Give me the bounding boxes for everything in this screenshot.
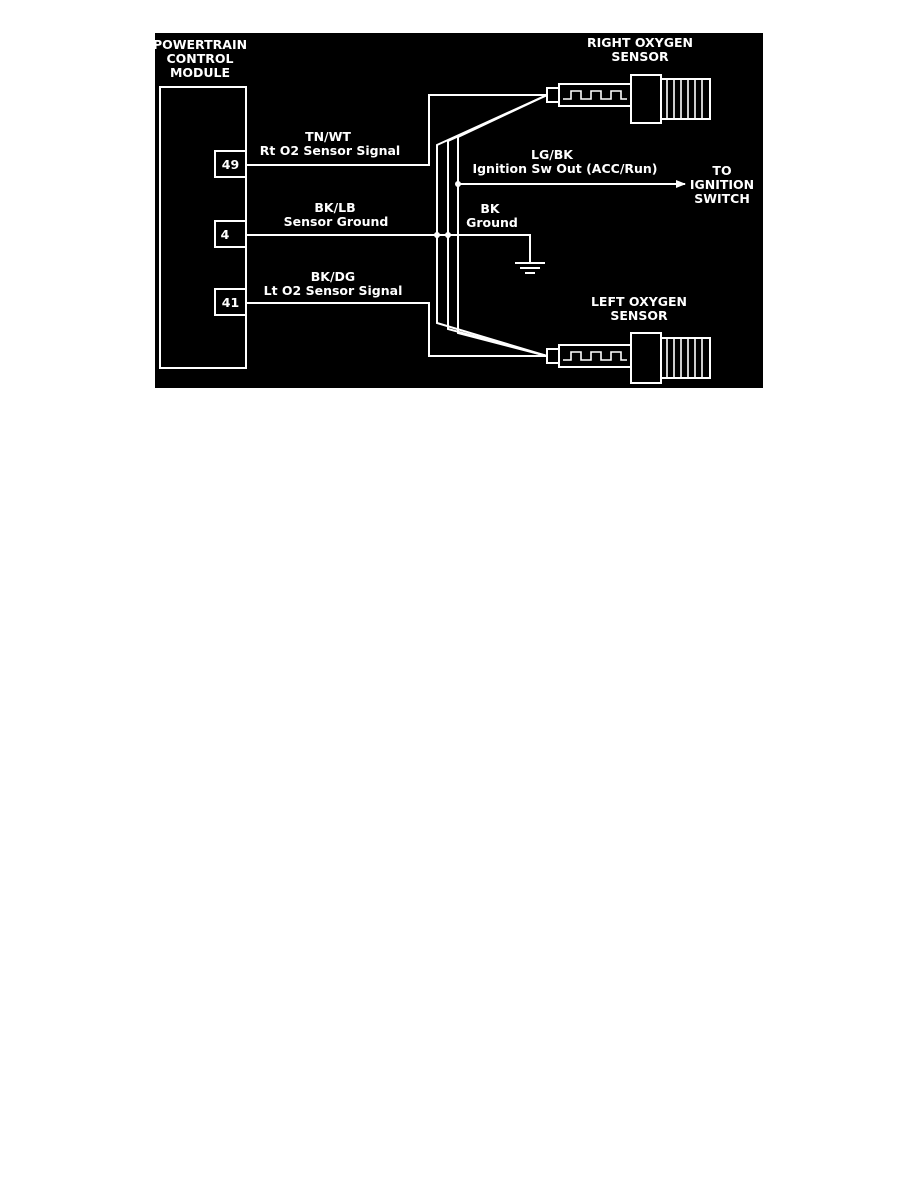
left-oxygen-sensor-icon — [546, 332, 711, 384]
wire-color-lg-bk: LG/BK — [531, 147, 574, 162]
wire-color-tn-wt: TN/WT — [305, 129, 351, 144]
splice-dot-ignition — [455, 181, 461, 187]
right-oxygen-sensor-icon — [546, 74, 711, 124]
o2-sensor-wiring-diagram: POWERTRAIN CONTROL MODULE 49 4 41 TN/WT … — [153, 33, 763, 388]
pin-4-label: 4 — [221, 227, 230, 242]
wire-label-ignition-sw-out: Ignition Sw Out (ACC/Run) — [472, 161, 657, 176]
wiring-svg: POWERTRAIN CONTROL MODULE 49 4 41 TN/WT … — [153, 35, 754, 384]
wire-rt-o2-signal — [246, 94, 547, 166]
pcm-title-line-1: POWERTRAIN — [155, 37, 247, 52]
ignition-switch-label-line-3: SWITCH — [694, 191, 750, 206]
pin-4-box — [214, 220, 247, 248]
splice-dot-ground-a — [434, 232, 440, 238]
wire-label-ground: Ground — [466, 215, 518, 230]
wire-ignition-to-right-sensor — [457, 94, 548, 184]
wire-ignition-to-left-sensor — [457, 184, 548, 357]
wire-label-sensor-ground: Sensor Ground — [284, 214, 389, 229]
wire-lt-o2-signal — [246, 302, 547, 357]
ground-symbol-icon — [515, 262, 545, 274]
ignition-switch-label-line-1: TO — [712, 163, 731, 178]
pin-49-box — [214, 150, 247, 178]
wire-color-bk-dg: BK/DG — [311, 269, 355, 284]
ignition-switch-label-line-2: IGNITION — [690, 177, 754, 192]
wire-color-bk: BK — [480, 201, 501, 216]
wire-label-lt-o2-signal: Lt O2 Sensor Signal — [264, 283, 403, 298]
left-sensor-label-line-2: SENSOR — [610, 308, 668, 323]
wire-ground-to-left-sensor-b — [447, 235, 548, 357]
pin-41-label: 41 — [222, 295, 239, 310]
pin-49-label: 49 — [222, 157, 239, 172]
wire-color-bk-lb: BK/LB — [314, 200, 355, 215]
pcm-title-line-2: CONTROL — [166, 51, 233, 66]
left-sensor-label-line-1: LEFT OXYGEN — [591, 294, 687, 309]
right-sensor-label-line-1: RIGHT OXYGEN — [587, 35, 693, 50]
right-sensor-label-line-2: SENSOR — [611, 49, 669, 64]
pcm-title-line-3: MODULE — [170, 65, 230, 80]
wire-bk-ground — [437, 234, 531, 263]
wire-label-rt-o2-signal: Rt O2 Sensor Signal — [260, 143, 400, 158]
pin-41-box — [214, 288, 247, 316]
splice-dot-ground-b — [445, 232, 451, 238]
